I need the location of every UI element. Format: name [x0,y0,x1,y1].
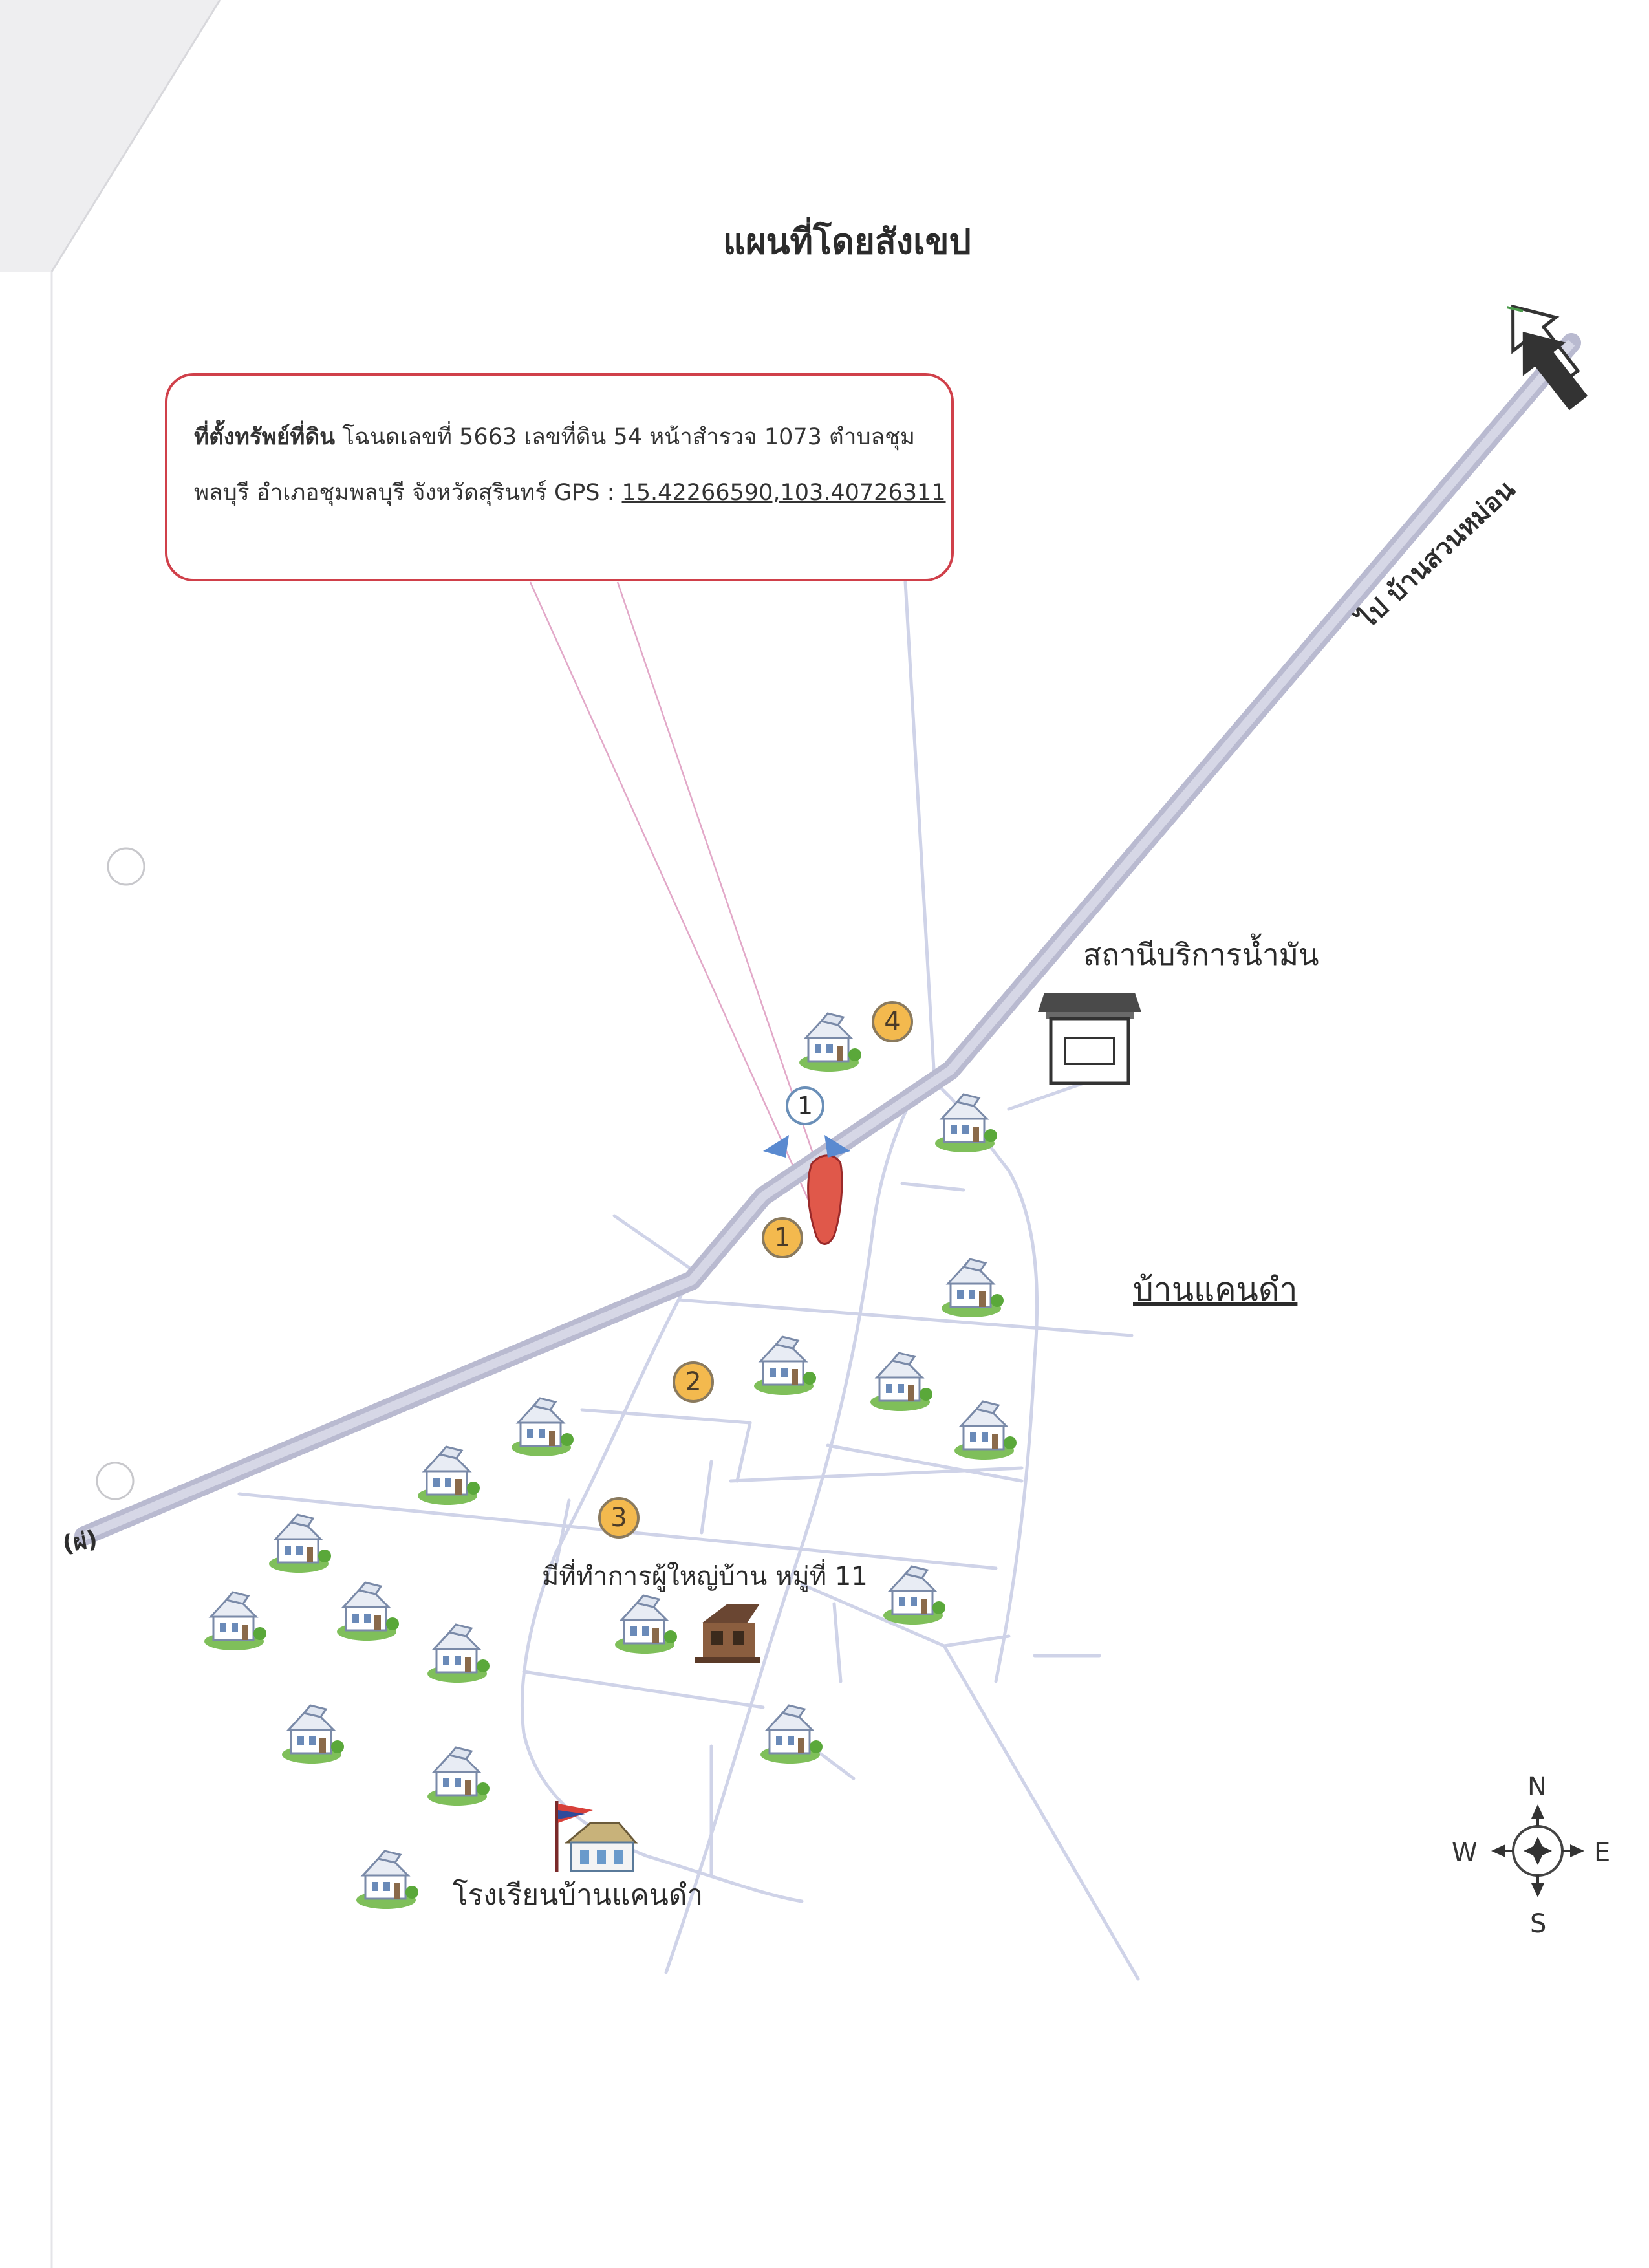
address-details: พลบุรี อำเภอชุมพลบุรี จังหวัดสุรินทร์ GP… [194,480,615,506]
house-icon [883,1565,945,1625]
compass-east: E [1594,1838,1611,1868]
subject-parcel [807,1154,843,1245]
house-icon [512,1397,574,1456]
direction-arrow-icon [1506,304,1588,411]
view-point-marker: 1 [786,1086,824,1125]
house-icon [427,1746,490,1806]
village-name-label: บ้านแคนดำ [1133,1271,1298,1308]
page-title: แผนที่โดยสังเขป [723,221,971,262]
house-icon [282,1704,344,1764]
punch-hole [107,847,146,886]
road-label-west: (ผ่) [60,1526,100,1559]
house-icon [760,1704,823,1764]
location-info-box [165,373,954,581]
gas-station-label: สถานีบริการน้ำมัน [1083,937,1319,972]
marker-3: 3 [598,1497,640,1539]
compass-west: W [1452,1838,1478,1868]
house-icon [754,1335,816,1395]
house-icon [935,1093,997,1152]
house-icon [942,1258,1004,1317]
gps-coordinates: 15.42266590,103.40726311 [621,480,946,506]
gas-station-icon [1038,993,1141,1085]
headman-office-label: มีที่ทำการผู้ใหญ่บ้าน หมู่ที่ 11 [542,1562,868,1592]
compass-rose-icon [1491,1804,1584,1897]
sight-lines [529,581,835,1229]
marker-2: 2 [673,1361,714,1403]
location-info-line2: พลบุรี อำเภอชุมพลบุรี จังหวัดสุรินทร์ GP… [194,475,946,510]
location-label: ที่ตั้งทรัพย์ที่ดิน [194,424,336,450]
village-office-icon [695,1604,760,1663]
school-label: โรงเรียนบ้านแคนดำ [453,1879,704,1912]
house-icon [269,1513,331,1573]
marker-1: 1 [762,1217,803,1258]
house-icon [954,1400,1017,1460]
deed-details: โฉนดเลขที่ 5663 เลขที่ดิน 54 หน้าสำรวจ 1… [342,424,915,450]
compass-south: S [1530,1909,1547,1939]
house-icon [870,1352,932,1411]
school-icon [555,1801,638,1872]
houses-layer [204,1012,1017,1909]
house-icon [799,1012,861,1072]
punch-hole [96,1462,135,1500]
house-icon [337,1581,399,1641]
house-icon [615,1594,677,1654]
house-icon [356,1850,418,1909]
compass-north: N [1527,1772,1547,1802]
location-info-line1: ที่ตั้งทรัพย์ที่ดิน โฉนดเลขที่ 5663 เลขท… [194,419,915,455]
house-icon [427,1623,490,1683]
view-direction-arrows [763,1135,850,1158]
house-icon [418,1445,480,1505]
house-icon [204,1591,266,1650]
marker-4: 4 [872,1001,913,1042]
